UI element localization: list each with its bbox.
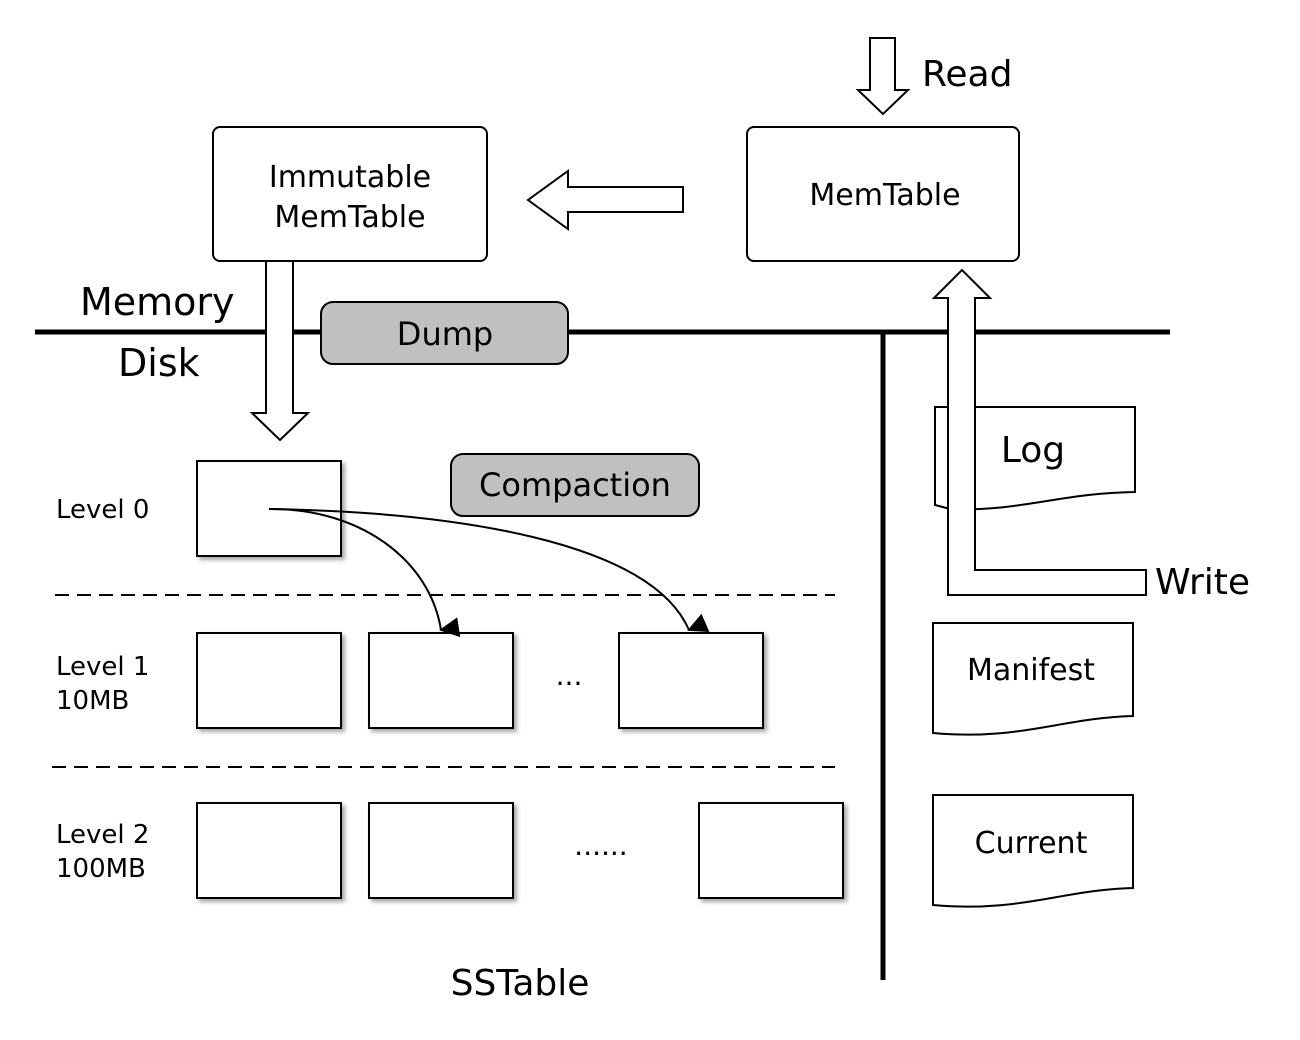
compaction-process xyxy=(450,453,700,517)
log-label: Log xyxy=(1001,430,1065,471)
current-file xyxy=(932,794,1134,908)
sstable-level-2 xyxy=(368,802,514,899)
sstable-label: SSTable xyxy=(451,963,590,1004)
sstable-level-2 xyxy=(196,802,342,899)
memory-label: Memory xyxy=(80,280,235,324)
level-2-size: 100MB xyxy=(56,854,146,884)
write-arrow xyxy=(931,268,1147,596)
read-arrow xyxy=(855,37,911,116)
dump-label: Dump xyxy=(397,315,493,353)
level-0-label: Level 0 xyxy=(56,495,149,525)
read-label: Read xyxy=(922,54,1012,95)
immutable-memtable-box xyxy=(212,126,488,262)
compaction-curve-1 xyxy=(268,507,461,638)
sstable-level-1 xyxy=(368,632,514,729)
compaction-label: Compaction xyxy=(479,466,671,504)
manifest-label: Manifest xyxy=(967,653,1095,688)
freeze-arrow xyxy=(526,169,684,231)
sstable-level-1 xyxy=(618,632,764,729)
manifest-file xyxy=(932,622,1134,736)
level-1-label: Level 1 xyxy=(56,652,149,682)
compaction-curve-2 xyxy=(268,508,710,632)
memtable-box xyxy=(746,126,1020,262)
memtable-label: MemTable xyxy=(809,178,960,213)
sstable-level-2 xyxy=(698,802,844,899)
immutable-memtable-label: Immutable xyxy=(269,160,431,195)
level-1-ellipsis: ... xyxy=(556,659,583,692)
dump-arrow xyxy=(249,260,311,442)
level-2-ellipsis: ...... xyxy=(574,829,627,862)
level-1-size: 10MB xyxy=(56,686,129,716)
sstable-level-1 xyxy=(196,632,342,729)
dump-process xyxy=(320,301,569,365)
write-label: Write xyxy=(1155,562,1250,603)
level-2-label: Level 2 xyxy=(56,820,149,850)
immutable-memtable-label-2: MemTable xyxy=(274,200,425,235)
disk-label: Disk xyxy=(118,341,200,385)
current-label: Current xyxy=(975,826,1088,861)
